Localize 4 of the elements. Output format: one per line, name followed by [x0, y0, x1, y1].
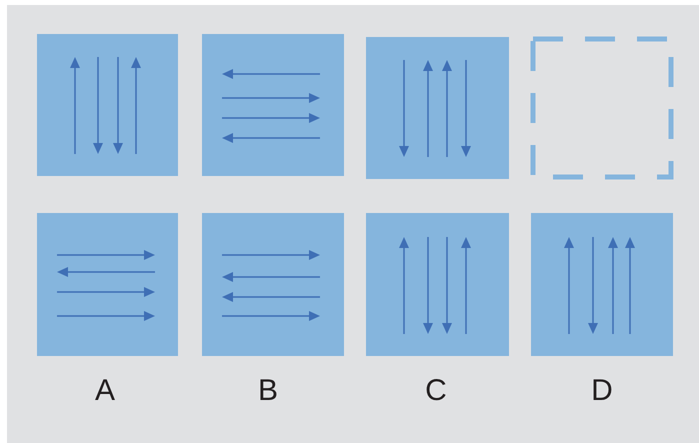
option-letter: A [94, 374, 116, 408]
option-letter: B [256, 374, 279, 408]
option-letter: C [424, 374, 448, 408]
option-letter: D [590, 374, 614, 408]
